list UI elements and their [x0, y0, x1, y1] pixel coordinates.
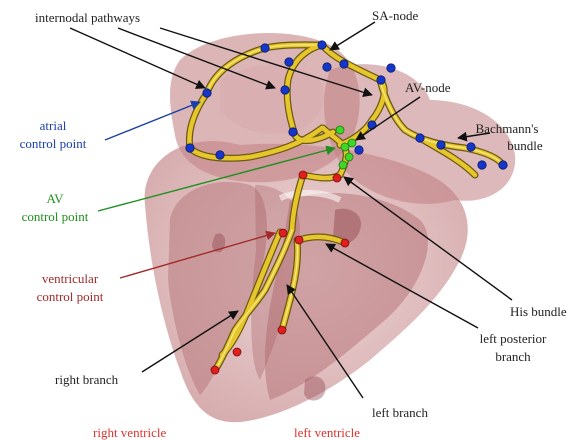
- label-left-posterior-line1: left posterior: [480, 331, 547, 346]
- label-atrial-line2: control point: [20, 136, 87, 151]
- label-internodal-pathways: internodal pathways: [35, 10, 140, 25]
- atrial-control-point: [499, 161, 507, 169]
- arrow-sa-node: [330, 22, 375, 50]
- label-ventricular-line2: control point: [37, 289, 104, 304]
- av-control-point: [339, 161, 347, 169]
- label-bachmanns-line1: Bachmann's: [476, 121, 539, 136]
- av-control-point: [341, 143, 349, 151]
- label-left-ventricle: left ventricle: [294, 425, 360, 440]
- av-control-point: [345, 153, 353, 161]
- label-av-cp-line1: AV: [46, 191, 64, 206]
- label-sa-node: SA-node: [372, 8, 418, 23]
- label-his-bundle: His bundle: [510, 304, 567, 319]
- label-ventricular-line1: ventricular: [42, 271, 99, 286]
- ventricular-control-point: [341, 239, 349, 247]
- ventricular-control-point: [333, 174, 341, 182]
- label-bachmanns-line2: bundle: [507, 138, 543, 153]
- label-av-cp-line2: control point: [22, 209, 89, 224]
- atrial-control-point: [437, 141, 445, 149]
- ventricular-control-point: [299, 171, 307, 179]
- ventricular-control-point: [278, 326, 286, 334]
- atrial-control-point: [289, 128, 297, 136]
- ventricular-control-point: [233, 348, 241, 356]
- heart-tissue: [145, 33, 516, 422]
- atrial-control-point: [478, 161, 486, 169]
- apex-recess: [304, 376, 325, 400]
- label-atrial-line1: atrial: [40, 118, 67, 133]
- label-right-ventricle: right ventricle: [93, 425, 167, 440]
- atrial-control-point: [285, 58, 293, 66]
- label-left-posterior-line2: branch: [495, 349, 531, 364]
- ventricular-control-point: [211, 366, 219, 374]
- label-right-branch: right branch: [55, 372, 119, 387]
- atrial-control-point: [261, 44, 269, 52]
- atrial-control-point: [216, 151, 224, 159]
- av-control-point: [336, 126, 344, 134]
- ventricular-control-point: [279, 229, 287, 237]
- atrial-control-point: [203, 89, 211, 97]
- ventricular-control-point: [295, 236, 303, 244]
- atrial-control-point: [416, 134, 424, 142]
- atrial-control-point: [281, 86, 289, 94]
- atrial-control-point: [467, 143, 475, 151]
- atrial-control-point: [186, 144, 194, 152]
- atrial-control-point: [323, 63, 331, 71]
- atrial-control-point: [355, 146, 363, 154]
- label-left-branch: left branch: [372, 405, 428, 420]
- label-av-node: AV-node: [405, 80, 451, 95]
- atrial-control-point: [377, 76, 385, 84]
- atrial-control-point: [318, 41, 326, 49]
- atrial-control-point: [340, 60, 348, 68]
- atrial-control-point: [387, 64, 395, 72]
